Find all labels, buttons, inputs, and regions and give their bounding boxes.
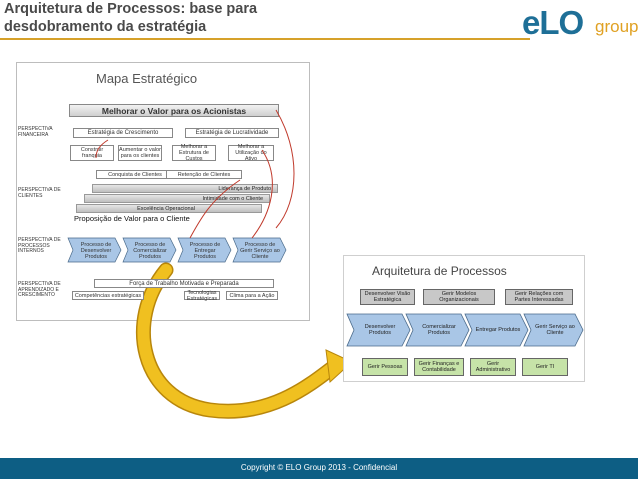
map-arrow-right <box>275 109 295 229</box>
mgmt-process-2: Gerir Modelos Organizacionais <box>423 289 495 305</box>
map-process-label-4: Processo de Gerir Serviço ao Cliente <box>240 241 280 260</box>
slide-title: Arquitetura de Processos: base para desd… <box>4 0 384 36</box>
client-band-leadership: Liderança de Produto <box>92 184 278 193</box>
learning-item-1: Competências estratégicas <box>72 291 144 300</box>
slide-title-line1: Arquitetura de Processos: base para <box>4 1 258 17</box>
logo-main-text: eLO <box>522 4 584 41</box>
core-process-2: Comercializar Produtos <box>422 324 456 336</box>
map-process-chevron-3 <box>177 237 232 263</box>
top-goal-box: Melhorar o Valor para os Acionistas <box>69 104 279 117</box>
mgmt-process-3: Gerir Relações com Partes Interessadas <box>505 289 573 305</box>
financial-item-4: Melhorar a Utilização do Ativo <box>228 144 274 162</box>
elo-group-logo: eLO group <box>522 4 638 46</box>
client-band-retention: Retenção de Clientes <box>166 170 242 179</box>
map-process-chevron-2 <box>122 237 177 263</box>
perspective-clients-label: PERSPECTIVA DE CLIENTES <box>18 187 61 199</box>
support-process-3: Gerir Administrativo <box>470 358 516 376</box>
learning-item-2: Tecnologias Estratégicas <box>184 290 220 302</box>
financial-item-3: Melhorar a Estrutura de Custos <box>172 144 216 162</box>
financial-item-2: Aumentar o valor para os clientes <box>118 145 162 161</box>
core-chevron-4 <box>523 313 584 347</box>
map-process-label-2: Processo de Comercializar Produtos <box>133 241 167 260</box>
strategy-map-title: Mapa Estratégico <box>96 71 198 86</box>
map-process-chevron-1 <box>67 237 122 263</box>
perspective-financial-label: PERSPECTIVA FINANCEIRA <box>18 126 53 138</box>
learning-band: Força de Trabalho Motivada e Preparada <box>94 279 274 288</box>
growth-strategy-box: Estratégia de Crescimento <box>73 128 173 138</box>
core-process-4: Gerir Serviço ao Cliente <box>535 324 575 336</box>
footer-copyright: Copyright © ELO Group 2013 - Confidencia… <box>240 463 398 472</box>
financial-item-1: Construir franquia <box>70 145 114 161</box>
productivity-strategy-box: Estratégia de Lucratividade <box>185 128 279 138</box>
core-chevron-2 <box>405 313 470 347</box>
perspective-process-label: PERSPECTIVA DE PROCESSOS INTERNOS <box>18 237 61 254</box>
map-process-label-1: Processo de Desenvolver Produtos <box>80 241 112 260</box>
big-arrow-head <box>325 349 353 384</box>
core-process-1: Desenvolver Produtos <box>364 324 396 336</box>
title-rule <box>0 38 530 40</box>
perspective-learning-label: PERSPECTIVA DE APRENDIZADO E CRESCIMENTO <box>18 281 61 298</box>
support-process-4: Gerir TI <box>522 358 568 376</box>
core-chevron-1 <box>346 313 411 347</box>
client-band-excellence: Excelência Operacional <box>76 204 262 213</box>
map-arrow-mid <box>251 149 273 239</box>
logo-sub-text: group <box>595 17 638 36</box>
core-chevron-3 <box>464 313 529 347</box>
map-arrow-left <box>95 139 109 159</box>
core-process-3: Entregar Produtos <box>475 327 521 333</box>
map-process-chevron-4 <box>232 237 287 263</box>
support-process-2: Gerir Finanças e Contabilidade <box>414 358 464 376</box>
mgmt-process-1: Desenvolver Visão Estratégica <box>360 289 415 305</box>
client-band-intimacy: Intimidade com o Cliente <box>84 194 270 203</box>
map-arrow-center <box>189 179 241 239</box>
process-architecture-title: Arquitetura de Processos <box>372 264 507 278</box>
footer-bar <box>0 458 638 479</box>
support-process-1: Gerir Pessoas <box>362 358 408 376</box>
slide-title-line2: desdobramento da estratégia <box>4 19 207 35</box>
big-arrow-body <box>137 264 342 418</box>
map-process-label-3: Processo de Entregar Produtos <box>189 241 221 260</box>
value-proposition-label: Proposição de Valor para o Cliente <box>74 214 190 223</box>
learning-item-3: Clima para a Ação <box>226 291 278 300</box>
